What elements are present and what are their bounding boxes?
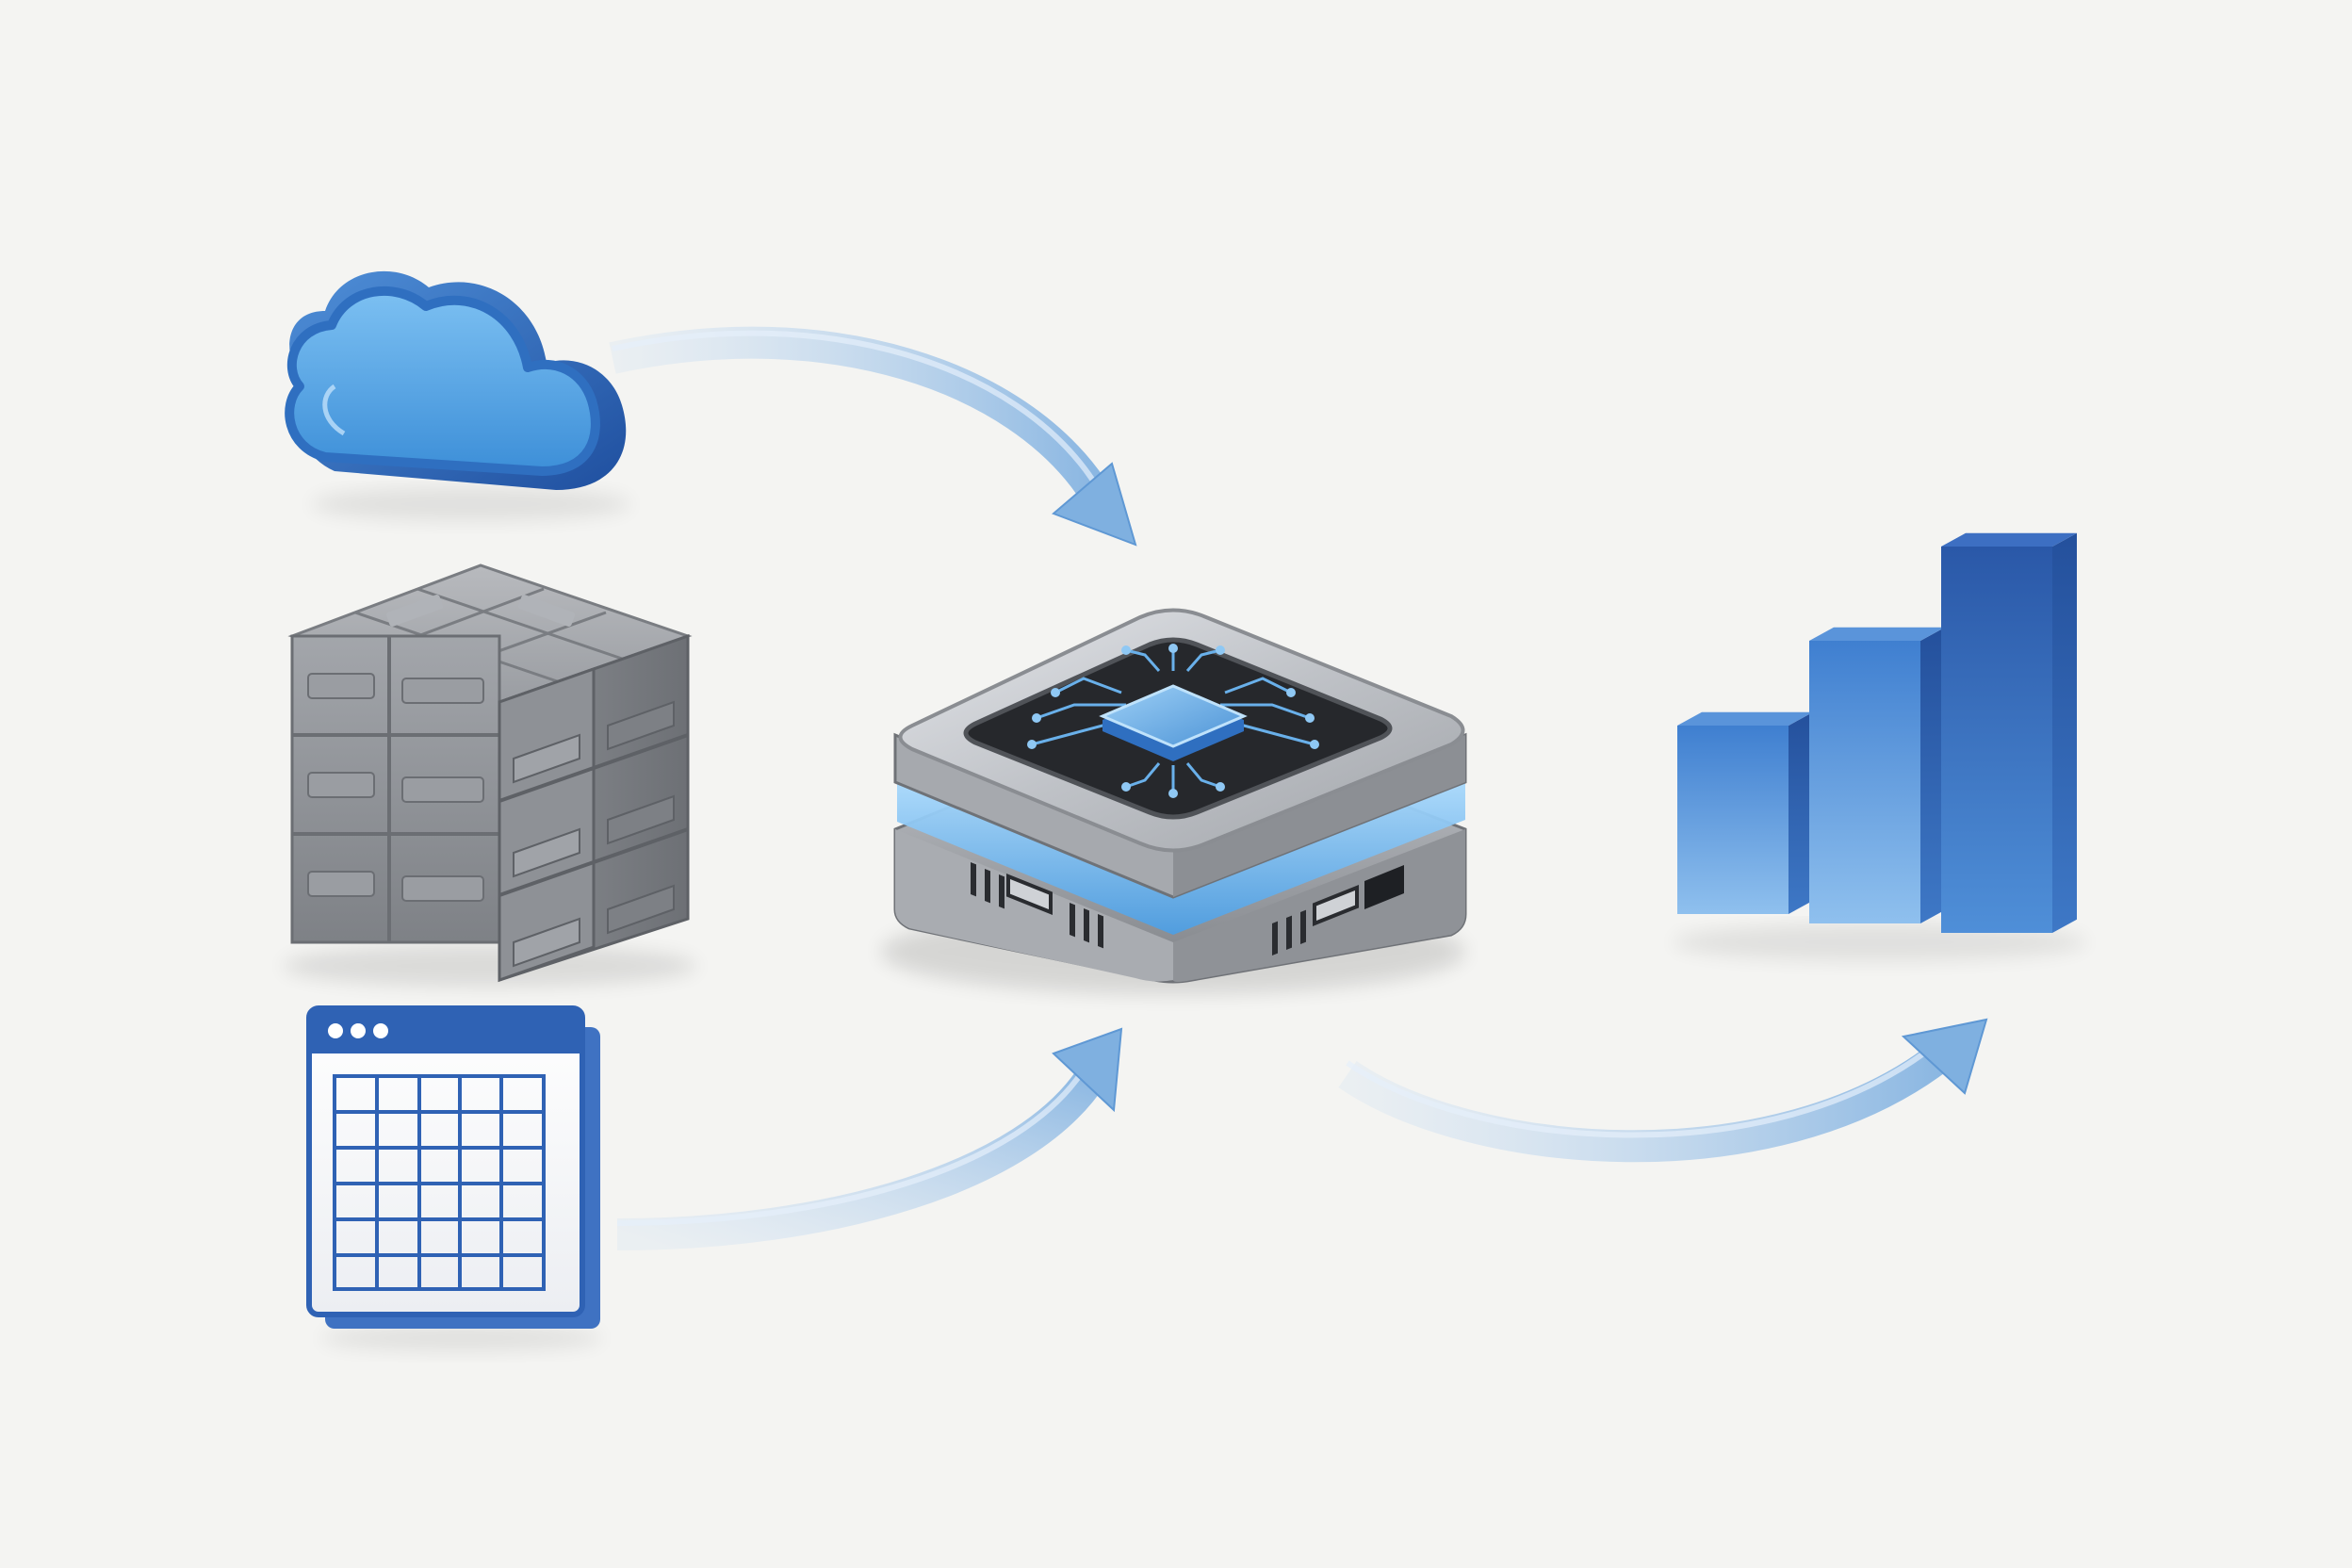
flow-arrow-processor-to-chart (1338, 1018, 1988, 1163)
vent-slots-left (971, 862, 1103, 949)
port-icon (1313, 885, 1359, 926)
chart-bar-top (1809, 627, 1945, 641)
chart-bar (1809, 627, 1945, 923)
window-dot-icon (351, 1023, 366, 1038)
cpu-chip-icon (1099, 684, 1248, 761)
vent-slots-right (1272, 909, 1306, 956)
cloud-icon (285, 270, 631, 521)
spreadsheet-window-icon (306, 1005, 603, 1351)
chart-bar-side (1788, 711, 1813, 914)
window-dot-icon (328, 1023, 343, 1038)
port-icon (1006, 874, 1053, 915)
chart-bar-side (1920, 627, 1945, 923)
flow-arrow-cloud-to-processor (609, 326, 1137, 547)
database-side-face (498, 633, 690, 983)
chart-bar-front (1809, 641, 1920, 923)
circuit-nodes (1027, 644, 1319, 798)
arrow-head (1901, 1018, 1988, 1095)
chart-bar (1677, 711, 1813, 914)
bar-chart-icon (1673, 532, 2087, 961)
usb-port-icon (1364, 865, 1404, 909)
processor-chip-device-icon (881, 608, 1467, 994)
chart-bar-side (2052, 532, 2077, 933)
glow-band (897, 782, 1465, 935)
window-dot-icon (373, 1023, 388, 1038)
chart-bar-front (1677, 726, 1788, 914)
database-front-face (290, 634, 501, 944)
chart-bar (1941, 532, 2077, 933)
database-blocks-icon (283, 564, 697, 987)
chart-bar-top (1677, 711, 1813, 726)
chart-bar-front (1941, 547, 2052, 933)
spreadsheet-grid (333, 1074, 546, 1291)
chart-bar-top (1941, 532, 2077, 547)
window-title-bar (309, 1008, 582, 1054)
flow-arrow-spreadsheet-to-processor (616, 1027, 1123, 1250)
device-top (893, 608, 1467, 899)
arrow-head (1052, 1027, 1123, 1113)
arrow-head (1052, 462, 1137, 547)
